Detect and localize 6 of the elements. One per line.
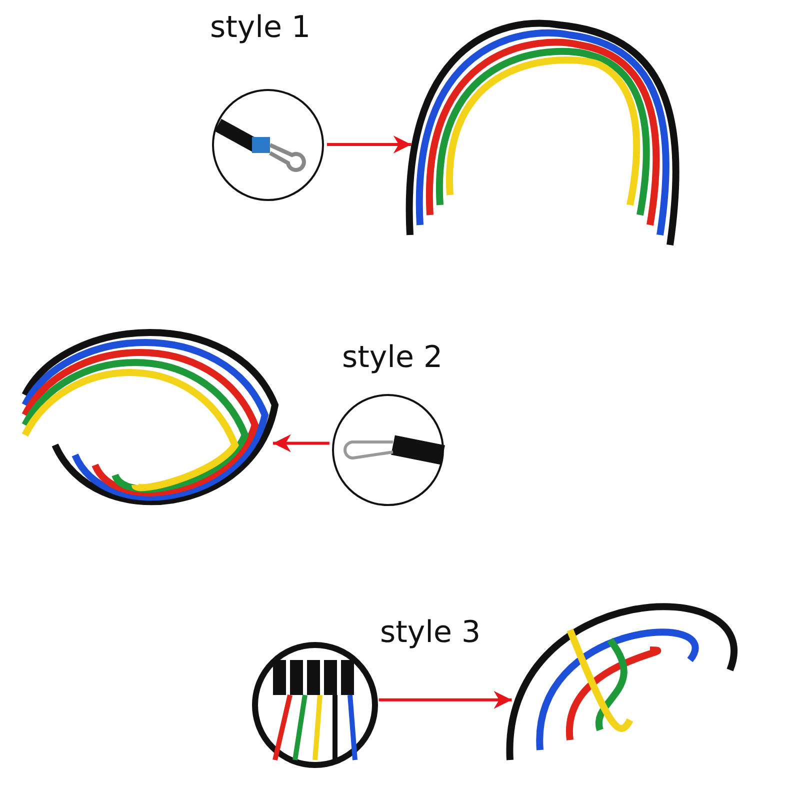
arrow: [327, 136, 412, 154]
arrow: [273, 434, 330, 452]
style-label: style 1: [210, 10, 311, 45]
style-label: style 3: [380, 615, 481, 650]
arrow: [378, 690, 512, 709]
style-label: style 2: [342, 340, 443, 375]
